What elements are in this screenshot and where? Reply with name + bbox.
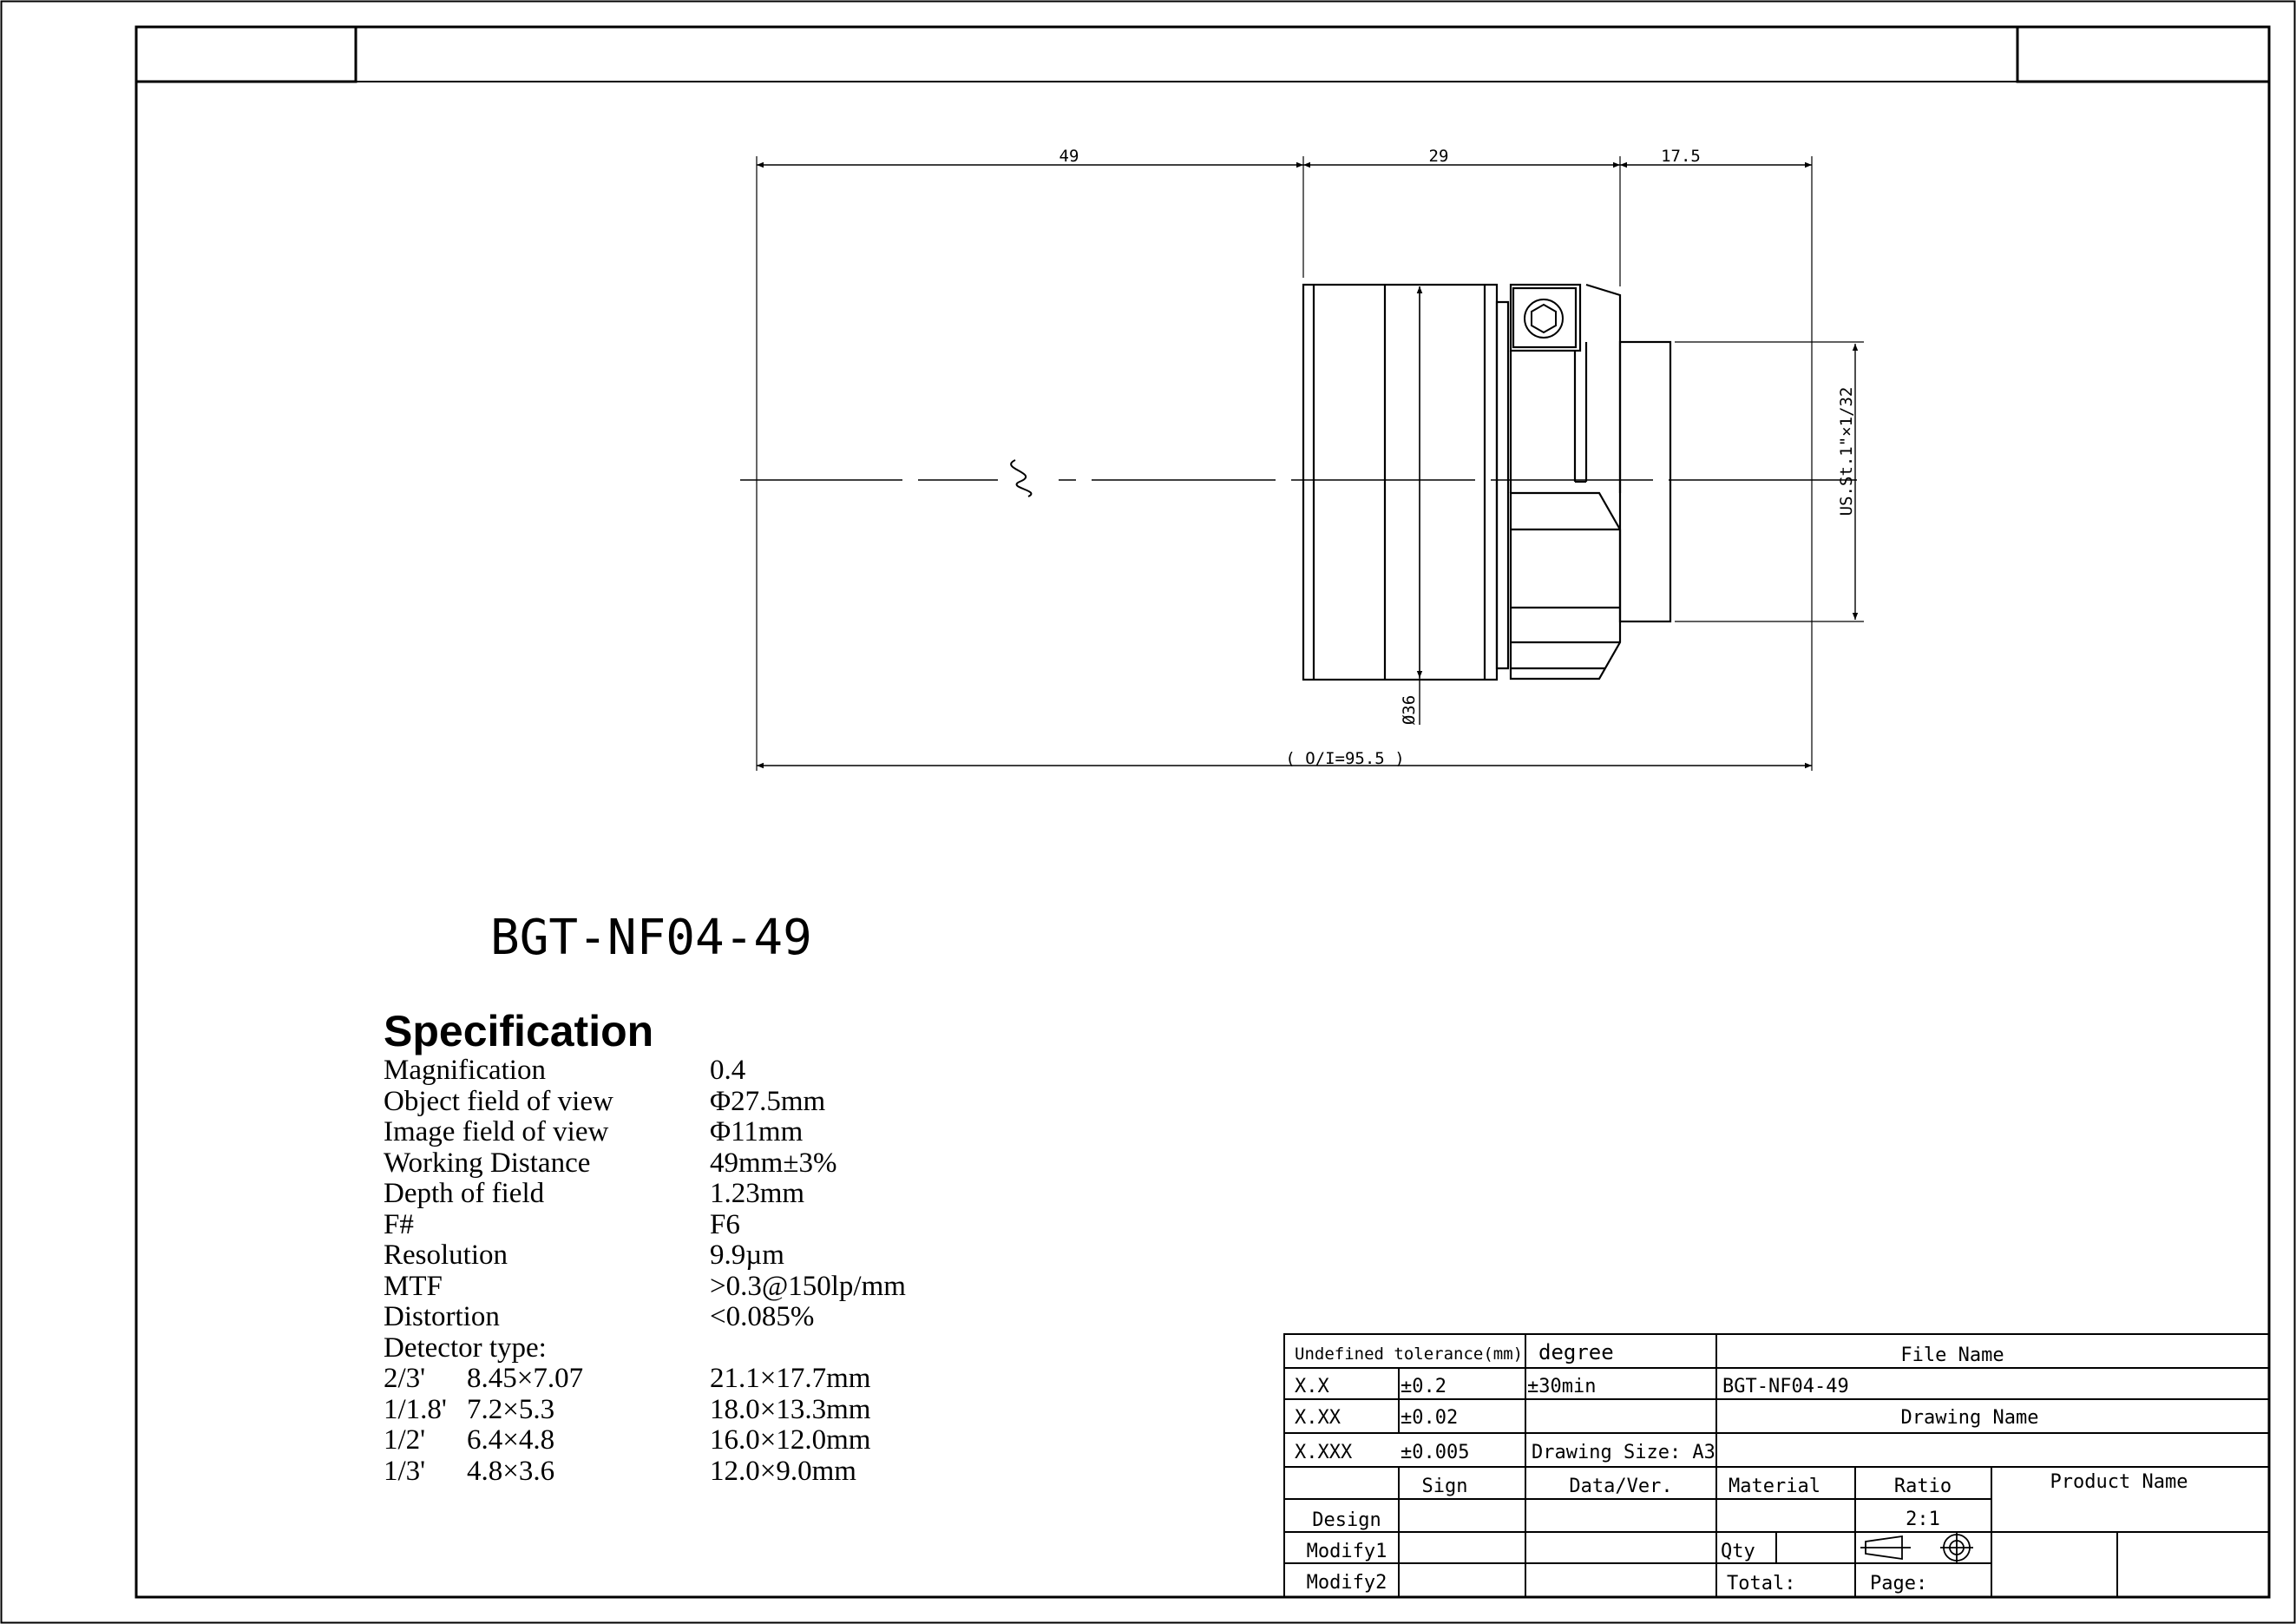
detector-title: Detector type: — [384, 1331, 653, 1364]
spec-row: MTF >0.3@150lp/mm — [384, 1270, 906, 1303]
dimension-labels: 49 29 17.5 ( O/I=95.5 ) Ø36 US.St.1"×1/3… — [1059, 147, 1856, 768]
tol-xxx-label: X.XX — [1295, 1407, 1342, 1429]
tol-xxx-value: ±0.02 — [1401, 1407, 1458, 1429]
detector-row: 1/1.8' 7.2×5.3 18.0×13.3mm — [384, 1393, 870, 1426]
spec-row: Distortion <0.085% — [384, 1301, 814, 1333]
detector-type: 2/3' — [384, 1363, 426, 1394]
file-name-label: File Name — [1900, 1345, 2004, 1366]
detector-size: 4.8×3.6 — [467, 1455, 555, 1487]
design-label: Design — [1312, 1509, 1381, 1531]
tol-xxxx-label: X.XXX — [1295, 1442, 1353, 1463]
detector-field: 21.1×17.7mm — [710, 1363, 871, 1394]
title-block-text: Undefined tolerance(mm) degree File Name… — [1295, 1340, 2188, 1594]
center-line — [740, 459, 1857, 497]
spec-label: Image field of view — [384, 1116, 609, 1147]
spec-row: Image field of view Φ11mm — [384, 1116, 803, 1148]
detector-size: 6.4×4.8 — [467, 1424, 555, 1456]
extension-lines — [756, 156, 1864, 771]
spec-row: Working Distance 49mm±3% — [384, 1147, 836, 1180]
detector-size: 7.2×5.3 — [467, 1393, 555, 1425]
projection-symbol-icon — [1860, 1531, 1973, 1564]
ratio-label: Ratio — [1894, 1476, 1952, 1497]
data-ver-label: Data/Ver. — [1569, 1476, 1672, 1497]
title-block — [1283, 1333, 2270, 1598]
spec-row: Depth of field 1.23mm — [384, 1178, 804, 1210]
dim-diameter: Ø36 — [1400, 695, 1419, 725]
file-name-value: BGT-NF04-49 — [1722, 1376, 1849, 1397]
spec-label: Resolution — [384, 1239, 508, 1271]
detector-size: 8.45×7.07 — [467, 1363, 584, 1394]
detector-row: 2/3' 8.45×7.07 21.1×17.7mm — [384, 1363, 870, 1395]
detector-title-label: Detector type: — [384, 1331, 547, 1364]
spec-value: <0.085% — [710, 1301, 815, 1332]
dim-29: 29 — [1429, 147, 1449, 166]
spec-value: >0.3@150lp/mm — [710, 1270, 906, 1302]
lens-body — [1302, 283, 1672, 681]
spec-label: Working Distance — [384, 1147, 591, 1179]
dim-overall: ( O/I=95.5 ) — [1285, 749, 1404, 768]
undefined-tolerance-label: Undefined tolerance(mm) — [1295, 1345, 1523, 1364]
qty-label: Qty — [1721, 1541, 1755, 1562]
dim-49: 49 — [1059, 147, 1079, 166]
spec-value: F6 — [710, 1208, 740, 1240]
dimension-lines — [757, 161, 1859, 769]
page-label: Page: — [1870, 1573, 1927, 1594]
spec-label: F# — [384, 1208, 414, 1240]
spec-value: 9.9µm — [710, 1239, 784, 1271]
spec-label: Distortion — [384, 1301, 500, 1332]
spec-value: Φ27.5mm — [710, 1085, 826, 1117]
detector-type: 1/1.8' — [384, 1393, 447, 1425]
spec-value: 1.23mm — [710, 1178, 805, 1209]
spec-value: 49mm±3% — [710, 1147, 837, 1179]
sign-label: Sign — [1422, 1476, 1468, 1497]
spec-label: Magnification — [384, 1055, 546, 1086]
degree-label: degree — [1538, 1340, 1614, 1364]
ratio-value: 2:1 — [1906, 1509, 1940, 1530]
spec-row: Object field of view Φ27.5mm — [384, 1085, 825, 1118]
specification-panel: Specification Magnification 0.4 Object fi… — [384, 1007, 906, 1488]
product-name-label: Product Name — [2050, 1471, 2188, 1493]
tol-xxxx-value: ±0.005 — [1401, 1442, 1469, 1463]
dim-thread: US.St.1"×1/32 — [1837, 387, 1856, 516]
model-name: BGT-NF04-49 — [490, 910, 812, 966]
modify2-label: Modify2 — [1307, 1572, 1387, 1594]
spec-label: Depth of field — [384, 1178, 545, 1209]
tol-xx-value: ±0.2 — [1401, 1376, 1446, 1397]
spec-row: F# F6 — [384, 1208, 740, 1241]
detector-field: 12.0×9.0mm — [710, 1455, 856, 1487]
detector-row: 1/2' 6.4×4.8 16.0×12.0mm — [384, 1424, 870, 1456]
spec-label: MTF — [384, 1270, 443, 1302]
total-label: Total: — [1727, 1573, 1795, 1594]
spec-value: Φ11mm — [710, 1116, 804, 1147]
spec-row: Resolution 9.9µm — [384, 1239, 784, 1272]
detector-field: 16.0×12.0mm — [710, 1424, 871, 1456]
detector-row: 1/3' 4.8×3.6 12.0×9.0mm — [384, 1455, 856, 1488]
detector-type: 1/2' — [384, 1424, 426, 1456]
modify1-label: Modify1 — [1307, 1541, 1387, 1562]
detector-type: 1/3' — [384, 1455, 426, 1487]
detector-field: 18.0×13.3mm — [710, 1393, 871, 1425]
material-label: Material — [1729, 1476, 1820, 1497]
hex-screw-icon — [1524, 299, 1564, 339]
spec-title: Specification — [384, 1007, 654, 1055]
spec-value: 0.4 — [710, 1055, 746, 1086]
tol-xx-label: X.X — [1295, 1376, 1329, 1397]
spec-label: Object field of view — [384, 1085, 613, 1117]
drawing-name-label: Drawing Name — [1901, 1407, 2039, 1429]
dim-17-5: 17.5 — [1661, 147, 1701, 166]
degree-value: ±30min — [1527, 1376, 1596, 1397]
spec-row: Magnification 0.4 — [384, 1055, 745, 1087]
drawing-size: Drawing Size: A3 — [1532, 1442, 1715, 1463]
